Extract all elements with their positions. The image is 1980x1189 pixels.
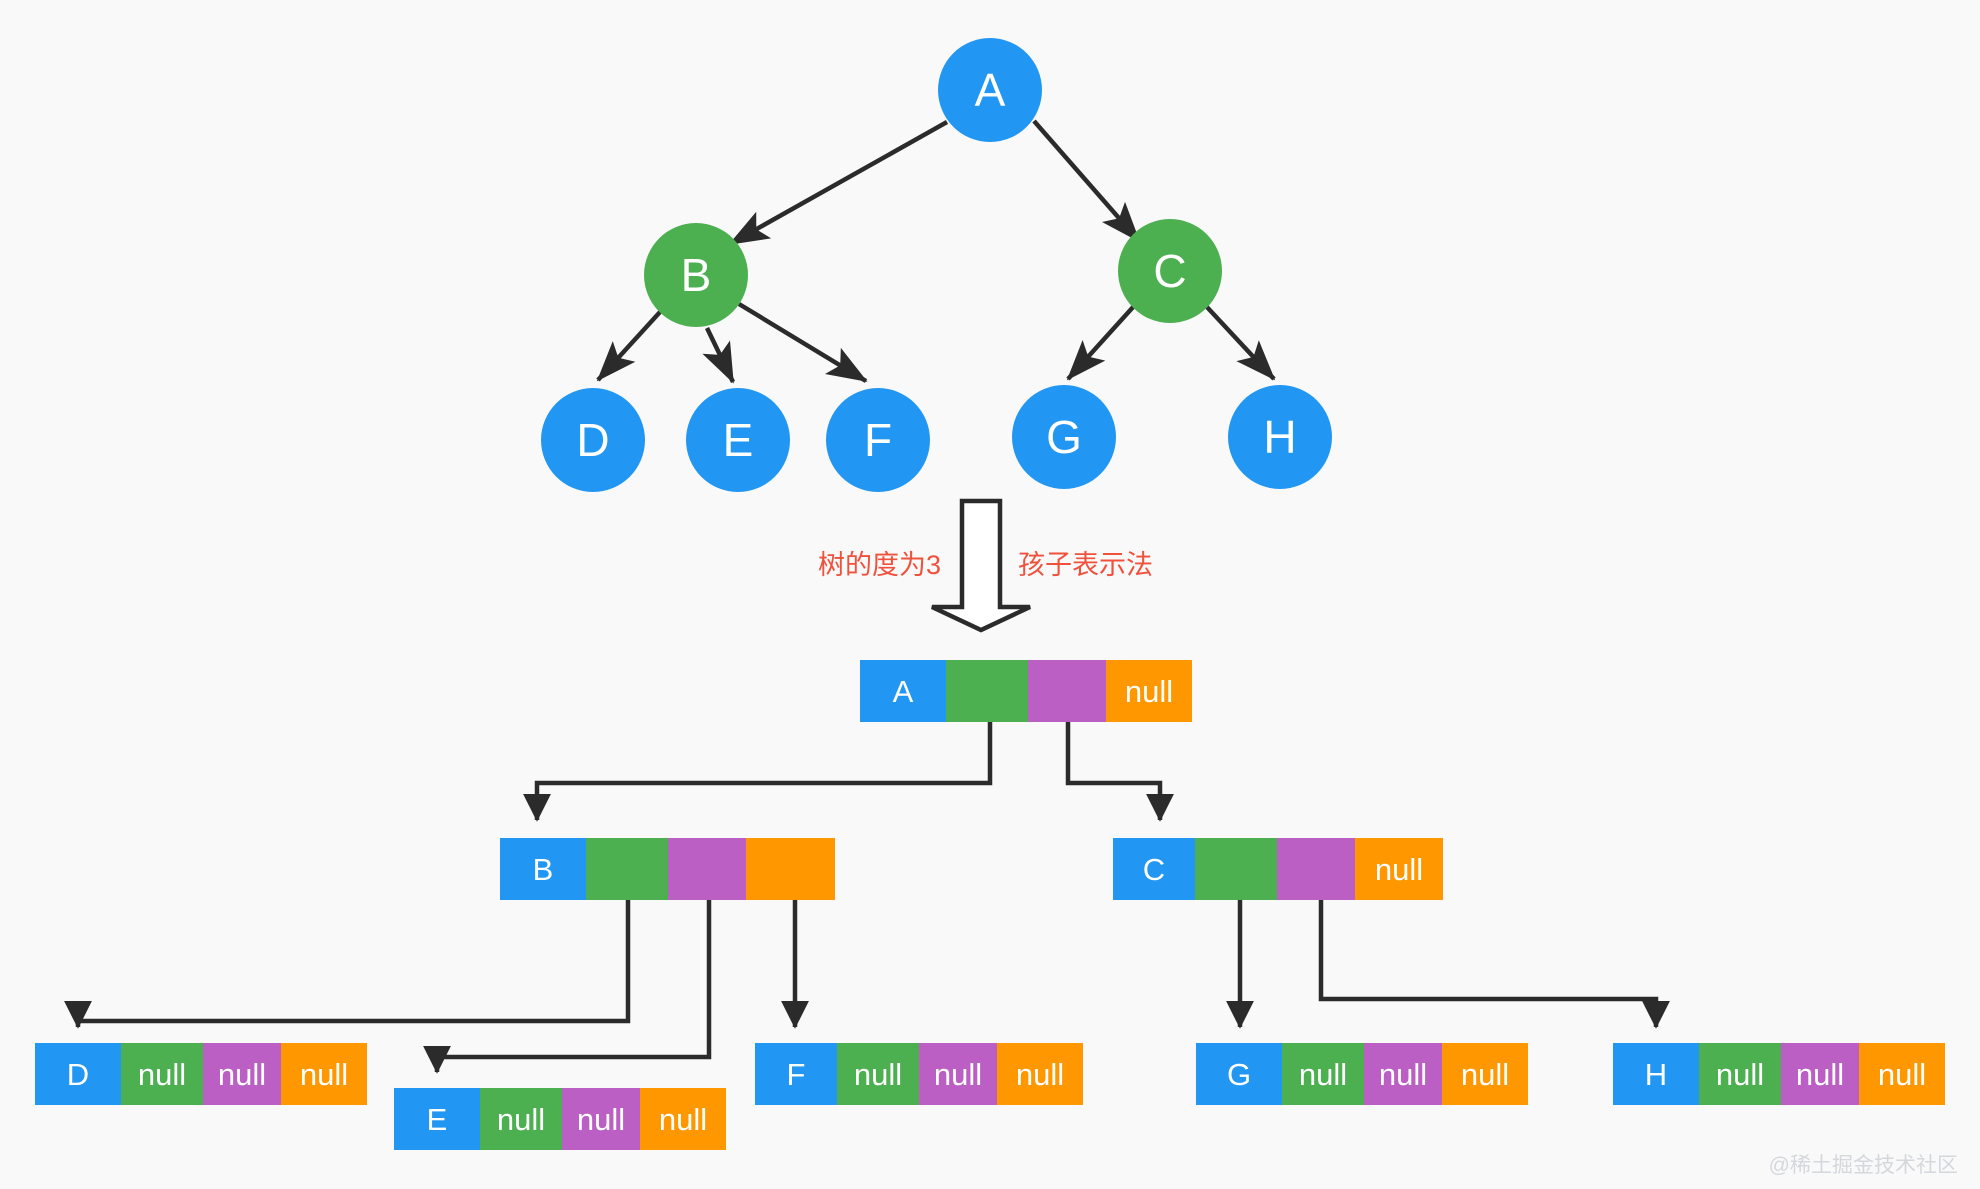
tree-node-e-label: E bbox=[722, 414, 754, 466]
array-cell-e-1: null bbox=[480, 1088, 562, 1150]
tree-node-f[interactable]: F bbox=[826, 388, 930, 492]
array-cell-f-0: F bbox=[755, 1043, 837, 1105]
annotation-child-representation: 孩子表示法 bbox=[1018, 550, 1153, 580]
watermark: @稀土掘金技术社区 bbox=[1768, 1154, 1958, 1177]
tree-node-g[interactable]: G bbox=[1012, 385, 1116, 489]
array-cell-d-1: null bbox=[121, 1043, 203, 1105]
array-node-b[interactable]: B bbox=[500, 838, 835, 900]
array-cell-b-1 bbox=[586, 838, 668, 900]
array-cell-b-3 bbox=[746, 838, 835, 900]
tree-edge-c-h bbox=[1204, 304, 1276, 381]
tree-edge-b-f bbox=[737, 302, 868, 383]
link-c-purple-to-h bbox=[1318, 900, 1670, 1029]
array-cell-b-2 bbox=[668, 838, 746, 900]
array-cell-g-0: G bbox=[1196, 1043, 1282, 1105]
array-cell-h-1: null bbox=[1699, 1043, 1781, 1105]
tree-edge-b-d bbox=[596, 310, 662, 382]
tree-node-c-label: C bbox=[1153, 245, 1187, 297]
tree-node-h-label: H bbox=[1263, 411, 1297, 463]
array-cell-g-1: null bbox=[1282, 1043, 1364, 1105]
tree-node-g-label: G bbox=[1046, 411, 1082, 463]
tree-edge-b-e bbox=[702, 327, 736, 384]
array-cell-c-0: C bbox=[1113, 838, 1195, 900]
annotation-tree-degree: 树的度为3 bbox=[818, 550, 942, 580]
array-cell-a-1 bbox=[946, 660, 1028, 722]
link-b-green-to-d bbox=[64, 900, 631, 1029]
tree-edge-a-b bbox=[728, 120, 949, 246]
array-cell-h-3: null bbox=[1859, 1043, 1945, 1105]
tree-node-e[interactable]: E bbox=[686, 388, 790, 492]
array-cell-a-3: null bbox=[1106, 660, 1192, 722]
array-cell-d-3: null bbox=[281, 1043, 367, 1105]
link-a-green-to-b bbox=[523, 722, 993, 822]
tree-node-d[interactable]: D bbox=[541, 388, 645, 492]
tree-node-f-label: F bbox=[863, 414, 893, 466]
array-cell-g-2: null bbox=[1364, 1043, 1442, 1105]
tree-edge-a-c bbox=[1032, 119, 1141, 243]
array-cell-f-2: null bbox=[919, 1043, 997, 1105]
tree-node-b[interactable]: B bbox=[644, 223, 748, 327]
transform-down-arrow bbox=[931, 498, 1031, 633]
array-cell-h-2: null bbox=[1781, 1043, 1859, 1105]
link-b-purple-to-e bbox=[423, 900, 712, 1074]
array-cell-c-2 bbox=[1277, 838, 1355, 900]
array-cell-h-0: H bbox=[1613, 1043, 1699, 1105]
tree-node-a[interactable]: A bbox=[938, 38, 1042, 142]
array-cell-c-1 bbox=[1195, 838, 1277, 900]
tree-node-b-label: B bbox=[680, 249, 712, 301]
tree-node-a-label: A bbox=[974, 64, 1006, 116]
array-cell-g-3: null bbox=[1442, 1043, 1528, 1105]
array-cell-a-0: A bbox=[860, 660, 946, 722]
array-cell-e-3: null bbox=[640, 1088, 726, 1150]
array-cell-e-2: null bbox=[562, 1088, 640, 1150]
array-cell-b-0: B bbox=[500, 838, 586, 900]
tree-node-c[interactable]: C bbox=[1118, 219, 1222, 323]
array-cell-a-2 bbox=[1028, 660, 1106, 722]
tree-node-h[interactable]: H bbox=[1228, 385, 1332, 489]
array-cell-c-3: null bbox=[1355, 838, 1443, 900]
array-cell-f-1: null bbox=[837, 1043, 919, 1105]
array-cell-d-2: null bbox=[203, 1043, 281, 1105]
tree-edge-c-g bbox=[1066, 304, 1136, 381]
array-cell-e-0: E bbox=[394, 1088, 480, 1150]
array-cell-f-3: null bbox=[997, 1043, 1083, 1105]
array-cell-d-0: D bbox=[35, 1043, 121, 1105]
tree-node-d-label: D bbox=[576, 414, 610, 466]
link-a-purple-to-c bbox=[1065, 722, 1174, 822]
